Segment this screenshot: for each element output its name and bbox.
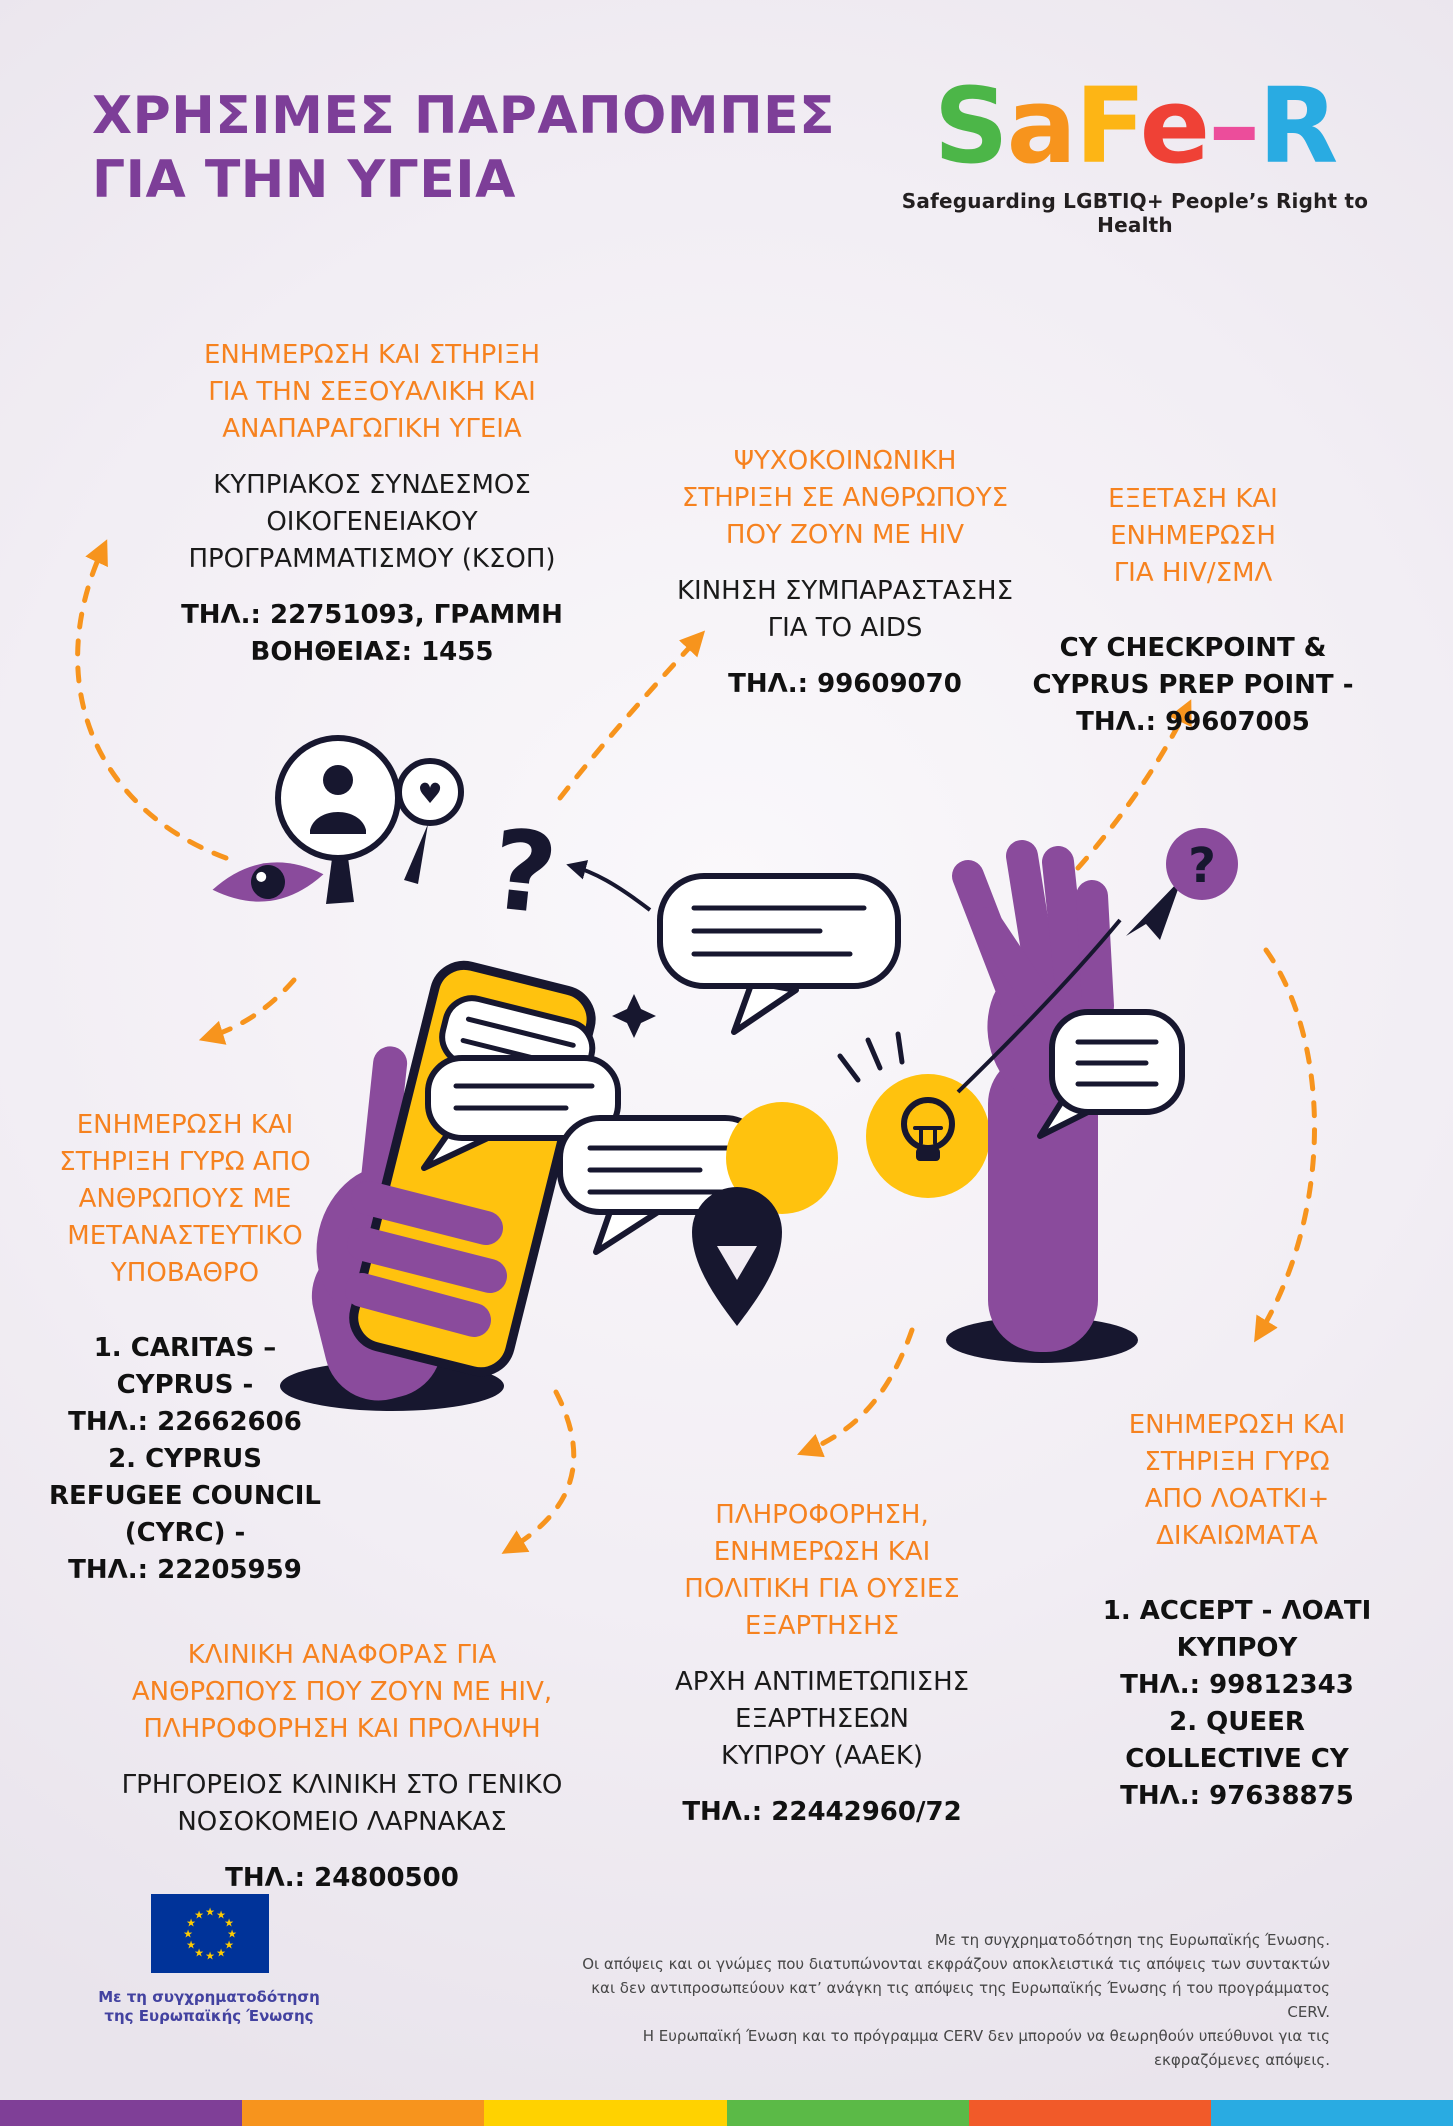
logo-letter-s: S [933, 65, 1009, 187]
referral-heading: ΕΝΗΜΕΡΩΣΗ ΚΑΙ ΣΤΗΡΙΞΗ ΓΙΑ ΤΗΝ ΣΕΞΟΥΑΛΙΚΗ… [203, 340, 541, 444]
referral-block-hiv-sti-testing: ΕΞΕΤΑΣΗ ΚΑΙ ΕΝΗΜΕΡΩΣΗ ΓΙΑ HIV/ΣΜΛ CY CHE… [1013, 462, 1373, 760]
cursor-arrow-icon [1126, 878, 1182, 940]
logo-letter-dash: – [1208, 65, 1260, 187]
speech-bubble-right-icon [1037, 1009, 1185, 1139]
logo-tagline: Safeguarding LGBTIQ+ People’s Right to H… [901, 189, 1369, 238]
referral-contact: ΤΗΛ.: 99609070 [728, 669, 962, 699]
question-bubble-icon: ? [1166, 828, 1238, 900]
referral-heading: ΕΝΗΜΕΡΩΣΗ ΚΑΙ ΣΤΗΡΙΞΗ ΓΥΡΩ ΑΠΟ ΑΝΘΡΩΠΟΥΣ… [59, 1110, 311, 1288]
lightbulb-icon [837, 1031, 990, 1198]
svg-text:★: ★ [205, 1950, 215, 1963]
bottom-color-stripe [0, 2100, 1453, 2126]
dashed-arrow-block3 [1075, 699, 1192, 871]
referral-contact: CY CHECKPOINT & CYPRUS PREP POINT - ΤΗΛ.… [1032, 633, 1354, 737]
svg-text:★: ★ [205, 1906, 215, 1919]
svg-text:★: ★ [186, 1939, 196, 1952]
speech-bubble-midleft-icon [421, 1055, 621, 1171]
logo-letter-a: a [1006, 65, 1077, 187]
referral-contact: ΤΗΛ.: 22442960/72 [682, 1797, 962, 1827]
sparkle-icon [612, 994, 656, 1038]
yellow-dot [726, 1102, 838, 1214]
teardrop-play-icon [692, 1187, 782, 1326]
referral-block-hiv-clinic: ΚΛΙΝΙΚΗ ΑΝΑΦΟΡΑΣ ΓΙΑ ΑΝΘΡΩΠΟΥΣ ΠΟΥ ΖΟΥΝ … [82, 1618, 602, 1916]
person-bubble-icon [275, 735, 401, 904]
left-hand-fingers [345, 1181, 507, 1337]
dashed-arrow-block5 [501, 1389, 577, 1554]
footer-disclaimer: Με τη συγχρηματοδότηση της Ευρωπαϊκής Έν… [582, 1931, 1330, 2069]
referral-heading: ΨΥΧΟΚΟΙΝΩΝΙΚΗ ΣΤΗΡΙΞΗ ΣΕ ΑΝΘΡΩΠΟΥΣ ΠΟΥ Ζ… [681, 446, 1009, 550]
svg-text:★: ★ [183, 1928, 193, 1941]
logo-letter-e: e [1139, 65, 1211, 187]
referral-block-substance-dependence: ΠΛΗΡΟΦΟΡΗΣΗ, ΕΝΗΜΕΡΩΣΗ ΚΑΙ ΠΟΛΙΤΙΚΗ ΓΙΑ … [642, 1478, 1002, 1850]
stripe-segment [242, 2100, 485, 2126]
safer-logo-wordmark: SaFe–R [900, 71, 1370, 181]
referral-heading: ΚΛΙΝΙΚΗ ΑΝΑΦΟΡΑΣ ΓΙΑ ΑΝΘΡΩΠΟΥΣ ΠΟΥ ΖΟΥΝ … [131, 1640, 553, 1744]
referral-block-psychosocial-hiv-support: ΨΥΧΟΚΟΙΝΩΝΙΚΗ ΣΤΗΡΙΞΗ ΣΕ ΑΝΘΡΩΠΟΥΣ ΠΟΥ Ζ… [655, 424, 1035, 722]
eu-funding-label: Με τη συγχρηματοδότηση της Ευρωπαϊκής Έν… [98, 1988, 320, 2025]
safer-logo: SaFe–R Safeguarding LGBTIQ+ People’s Rig… [900, 71, 1370, 238]
speech-bubble-center-icon [657, 873, 901, 1035]
svg-text:★: ★ [224, 1917, 234, 1930]
dashed-arrow-block4 [198, 977, 297, 1045]
dashed-arrow-block2 [557, 630, 706, 801]
svg-text:★: ★ [194, 1909, 204, 1922]
svg-text:★: ★ [227, 1928, 237, 1941]
dashed-connector-arrows [75, 539, 1317, 1554]
referral-organization: ΑΡΧΗ ΑΝΤΙΜΕΤΩΠΙΣΗΣ ΕΞΑΡΤΗΣΕΩΝ ΚΥΠΡΟΥ (ΑΑ… [674, 1667, 970, 1771]
question-mark-icon: ? [486, 805, 563, 939]
svg-text:?: ? [1188, 838, 1216, 894]
speech-bubble-lower-icon [557, 1115, 768, 1255]
referral-block-lgbtqi-rights: ΕΝΗΜΕΡΩΣΗ ΚΑΙ ΣΤΗΡΙΞΗ ΓΥΡΩ ΑΠΟ ΛΟΑΤΚΙ+ Δ… [1072, 1388, 1402, 1834]
svg-text:★: ★ [216, 1909, 226, 1922]
referral-block-migrant-background-support: ΕΝΗΜΕΡΩΣΗ ΚΑΙ ΣΤΗΡΙΞΗ ΓΥΡΩ ΑΠΟ ΑΝΘΡΩΠΟΥΣ… [20, 1088, 350, 1608]
referral-block-sexual-reproductive-health: ΕΝΗΜΕΡΩΣΗ ΚΑΙ ΣΤΗΡΙΞΗ ΓΙΑ ΤΗΝ ΣΕΞΟΥΑΛΙΚΗ… [162, 318, 582, 690]
referral-organization: ΚΥΠΡΙΑΚΟΣ ΣΥΝΔΕΣΜΟΣ ΟΙΚΟΓΕΝΕΙΑΚΟΥ ΠΡΟΓΡΑ… [188, 470, 556, 574]
referral-heading: ΠΛΗΡΟΦΟΡΗΣΗ, ΕΝΗΜΕΡΩΣΗ ΚΑΙ ΠΟΛΙΤΙΚΗ ΓΙΑ … [684, 1500, 960, 1641]
referral-contact: 1. ACCEPT - ΛΟΑΤΙ ΚΥΠΡΟΥ ΤΗΛ.: 99812343 … [1102, 1596, 1372, 1811]
dashed-arrow-block1 [75, 539, 229, 861]
referral-contact: ΤΗΛ.: 22751093, ΓΡΑΜΜΗ ΒΟΗΘΕΙΑΣ: 1455 [181, 600, 563, 667]
svg-text:★: ★ [216, 1947, 226, 1960]
stripe-segment [968, 2100, 1211, 2126]
eu-flag-icon: ★ ★ ★ ★ ★ ★ ★ ★ ★ ★ ★ ★ [151, 1894, 269, 1973]
solid-arrow-right [956, 918, 1122, 1094]
dashed-arrow-block6 [797, 1327, 915, 1458]
referral-organization: ΚΙΝΗΣΗ ΣΥΜΠΑΡΑΣΤΑΣΗΣ ΓΙΑ ΤΟ AIDS [676, 576, 1013, 643]
referral-contact: ΤΗΛ.: 24800500 [225, 1863, 459, 1893]
referral-heading: ΕΞΕΤΑΣΗ ΚΑΙ ΕΝΗΜΕΡΩΣΗ ΓΙΑ HIV/ΣΜΛ [1108, 484, 1278, 588]
svg-text:★: ★ [224, 1939, 234, 1952]
heart-bubble-icon: ♥ [396, 758, 464, 884]
solid-arrow-left [566, 860, 652, 912]
page-title: ΧΡΗΣΙΜΕΣ ΠΑΡΑΠΟΜΠΕΣ ΓΙΑ ΤΗΝ ΥΓΕΙΑ [92, 86, 836, 210]
referral-organization: ΓΡΗΓΟΡΕΙΟΣ ΚΛΙΝΙΚΗ ΣΤΟ ΓΕΝΙΚΟ ΝΟΣΟΚΟΜΕΙΟ… [121, 1770, 563, 1837]
stripe-segment [1210, 2100, 1453, 2126]
logo-letter-r: R [1258, 65, 1338, 187]
stripe-segment [484, 2100, 727, 2126]
stripe-segment [726, 2100, 969, 2126]
referral-contact: 1. CARITAS – CYPRUS - ΤΗΛ.: 22662606 2. … [49, 1333, 321, 1585]
dashed-arrow-block7 [1254, 947, 1317, 1343]
stripe-segment [0, 2100, 243, 2126]
logo-letter-f: F [1074, 65, 1142, 187]
heart-icon: ♥ [417, 777, 442, 810]
eye-icon [212, 862, 324, 902]
svg-text:★: ★ [186, 1917, 196, 1930]
svg-text:★: ★ [194, 1947, 204, 1960]
referral-heading: ΕΝΗΜΕΡΩΣΗ ΚΑΙ ΣΤΗΡΙΞΗ ΓΥΡΩ ΑΠΟ ΛΟΑΤΚΙ+ Δ… [1128, 1410, 1346, 1551]
